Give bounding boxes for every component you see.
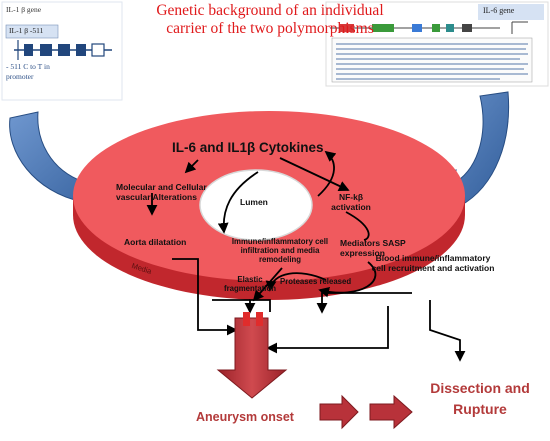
bar-marker-left [243, 312, 250, 326]
progress-arrow-1 [319, 394, 359, 430]
progress-arrow-2 [369, 394, 413, 430]
figure-title: Genetic background of an individual carr… [156, 2, 384, 38]
il6-gene-label: IL-6 gene [483, 6, 515, 15]
bar-marker-right [256, 312, 263, 326]
flow-arrows [146, 150, 466, 362]
aneurysm-down-arrow [216, 317, 288, 399]
proteases-released-label: Proteases released [280, 277, 352, 286]
mediators-sasp-label: Mediators SASP expression [340, 238, 406, 258]
il6-gene-schematic [325, 1, 549, 87]
il1b-snp-note-line2: promoter [6, 72, 34, 81]
il1b-gene-label: IL-1 β gene [6, 5, 42, 14]
lumen-label: Lumen [240, 197, 268, 207]
il1b-gene-schematic [1, 1, 123, 101]
aorta-dilatation-label: Aorta dilatation [124, 237, 187, 247]
nfkb-activation-label: NF-kβ activation [331, 192, 371, 212]
cytokines-label: IL-6 and IL1β Cytokines [172, 140, 324, 155]
blood-recruitment-label: Blood immune/inflammatory cell recruitme… [371, 253, 495, 273]
aneurysm-onset-label: Aneurysm onset [196, 410, 294, 424]
il1b-511-box-label: IL-1 β -511 [9, 26, 44, 35]
immune-infiltration-label: Immune/inflammatory cell infiltration an… [231, 237, 329, 264]
il1b-snp-note-line1: - 511 C to T in [6, 62, 50, 71]
dissection-rupture-label: Dissection and Rupture [430, 380, 530, 417]
elastic-fragmentation-label: Elastic fragmentation [224, 275, 276, 293]
molecular-alterations-label: Molecular and Cellular vascular Alterati… [116, 182, 207, 202]
